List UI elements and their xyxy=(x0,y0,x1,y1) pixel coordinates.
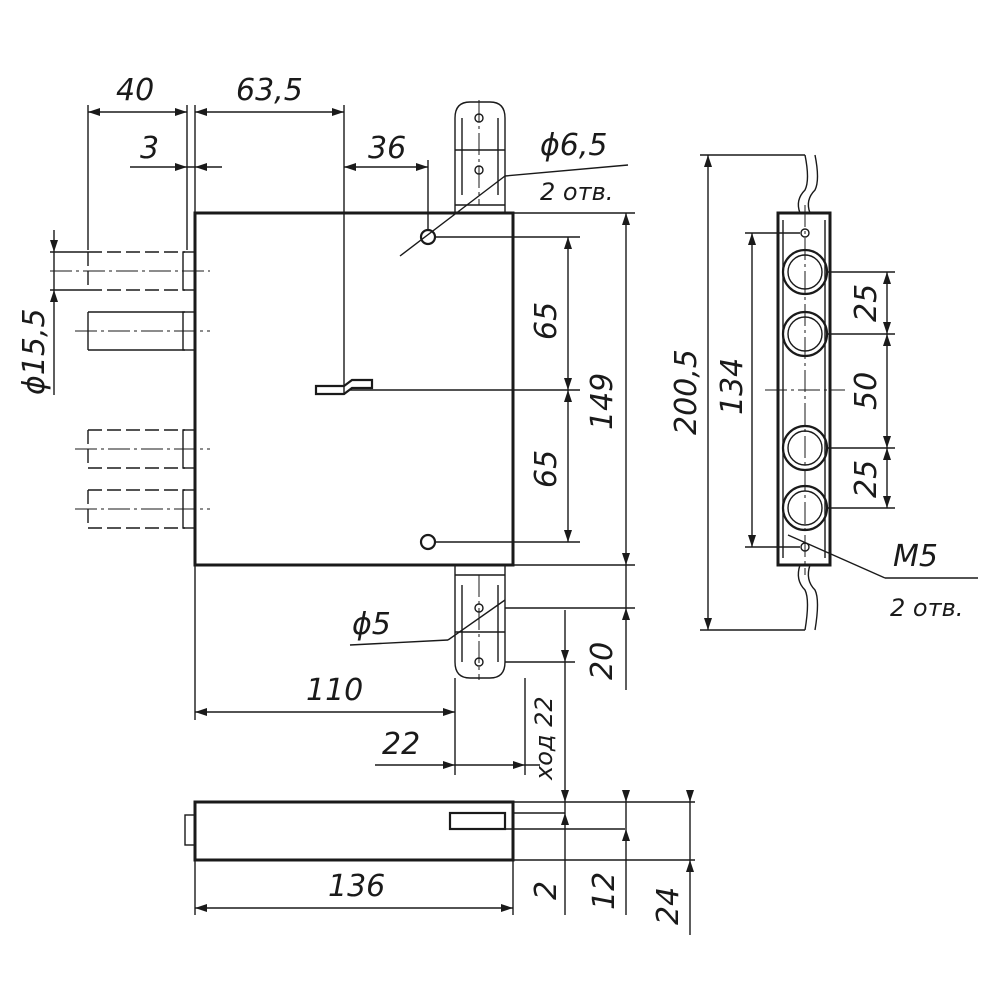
bolts xyxy=(50,251,210,529)
dim-stroke-22: ход 22 xyxy=(530,696,558,781)
upper-body-hole xyxy=(419,228,437,246)
faceplate xyxy=(776,211,832,567)
top-mounting-tab xyxy=(454,100,506,213)
dim-25-bottom: 25 xyxy=(849,460,884,498)
bottom-view xyxy=(184,790,695,935)
handle-slot xyxy=(314,378,374,396)
dim-hole-5: ϕ5 xyxy=(352,607,391,642)
dim-50: 50 xyxy=(849,372,884,410)
dim-20: 20 xyxy=(585,642,620,680)
bottom-mounting-tab xyxy=(454,565,506,680)
bottom-latch-slot xyxy=(448,811,507,831)
dim-thread-m5: M5 xyxy=(893,539,938,574)
dim-holes-count-top: 2 отв. xyxy=(540,178,613,206)
dim-110: 110 xyxy=(306,673,363,708)
dim-24: 24 xyxy=(651,887,686,925)
dimension-labels: 40 63,5 3 36 ϕ6,5 2 отв. ϕ15,5 65 65 149… xyxy=(17,73,963,925)
dim-holes-count-side: 2 отв. xyxy=(890,594,963,622)
lock-body xyxy=(193,211,515,567)
front-dimension-lines xyxy=(50,105,635,790)
dim-15-5: ϕ15,5 xyxy=(17,308,52,395)
dim-136: 136 xyxy=(328,869,385,904)
front-view xyxy=(50,100,635,790)
dim-65-bottom: 65 xyxy=(529,450,564,488)
lower-body-hole xyxy=(419,533,437,551)
side-view xyxy=(700,154,978,631)
dim-22: 22 xyxy=(382,727,420,762)
dim-25-top: 25 xyxy=(849,284,884,322)
dim-149: 149 xyxy=(585,373,620,430)
dim-3: 3 xyxy=(140,131,159,166)
dim-200-5: 200,5 xyxy=(669,349,704,435)
dim-2: 2 xyxy=(529,881,564,900)
dim-65-top: 65 xyxy=(529,302,564,340)
bottom-body xyxy=(193,800,515,862)
dim-40: 40 xyxy=(116,73,154,108)
dim-63-5: 63,5 xyxy=(236,73,303,108)
dim-12: 12 xyxy=(587,872,622,910)
dim-134: 134 xyxy=(715,358,750,415)
dim-36: 36 xyxy=(368,131,406,166)
dim-hole-6-5: ϕ6,5 xyxy=(540,128,608,163)
